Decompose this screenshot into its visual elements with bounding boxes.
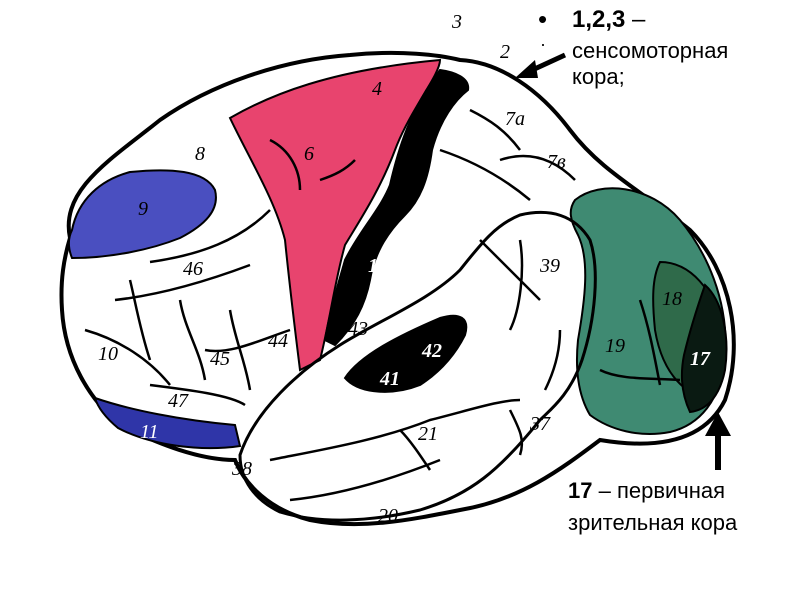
area-label-8: 8 <box>195 143 205 165</box>
area-9 <box>68 169 217 260</box>
area-label-6: 6 <box>304 143 314 165</box>
area-label-2: 2 <box>500 41 510 63</box>
area-label-43: 43 <box>348 318 368 340</box>
arrow-to-visual <box>705 412 731 470</box>
area-label-3: 3 <box>451 11 462 33</box>
bullet-icon: • <box>538 4 548 34</box>
area-17 <box>681 283 728 414</box>
legend-sensorimotor-numbers: 1,2,3 <box>572 6 626 33</box>
area-label-21: 21 <box>418 423 438 445</box>
area-label-44: 44 <box>268 330 288 352</box>
area-label-41: 41 <box>379 368 400 390</box>
legend-sensorimotor-dash: – <box>625 6 646 33</box>
legend-visual-line2: зрительная кора <box>568 510 738 535</box>
area-label-9: 9 <box>138 198 148 220</box>
legend-item-visual: 17 – первичная <box>568 478 725 503</box>
area-label-37: 37 <box>529 413 551 435</box>
area-labels: 123467a7в8910111718192120373839414243444… <box>98 11 711 527</box>
area-label-4: 4 <box>372 78 382 100</box>
temporal-lobe-outline <box>238 211 597 522</box>
legend-sensorimotor-line2: сенсомоторная <box>572 38 729 63</box>
area-11 <box>93 396 242 450</box>
area-label-42: 42 <box>421 340 442 362</box>
legend-sensorimotor-line3: кора; <box>572 64 625 89</box>
area-1 <box>323 68 470 347</box>
area-label-39: 39 <box>539 255 560 277</box>
legend-visual-rest: – первичная <box>592 478 726 503</box>
area-label-19: 19 <box>605 335 625 357</box>
legend-visual-number: 17 <box>568 478 593 503</box>
area-label-17: 17 <box>690 348 711 370</box>
area-label-18: 18 <box>662 288 682 310</box>
area-label-11: 11 <box>140 421 159 443</box>
sulci <box>84 108 681 502</box>
area-label-46: 46 <box>183 258 203 280</box>
area-label-7a: 7a <box>505 108 525 130</box>
area-label-10: 10 <box>98 343 118 365</box>
area-label-7b: 7в <box>547 151 566 173</box>
area-label-47: 47 <box>168 390 189 412</box>
area-4-6 <box>228 58 442 372</box>
area-label-45: 45 <box>210 348 230 370</box>
area-label-38: 38 <box>231 458 252 480</box>
arrow-to-sensorimotor <box>515 52 567 78</box>
area-label-20: 20 <box>378 505 398 527</box>
area-41-42 <box>343 314 468 393</box>
area-label-1: 1 <box>368 255 378 277</box>
legend-item-sensorimotor: 1,2,3 – <box>572 6 645 34</box>
bullet-icon-small: · <box>540 34 546 54</box>
